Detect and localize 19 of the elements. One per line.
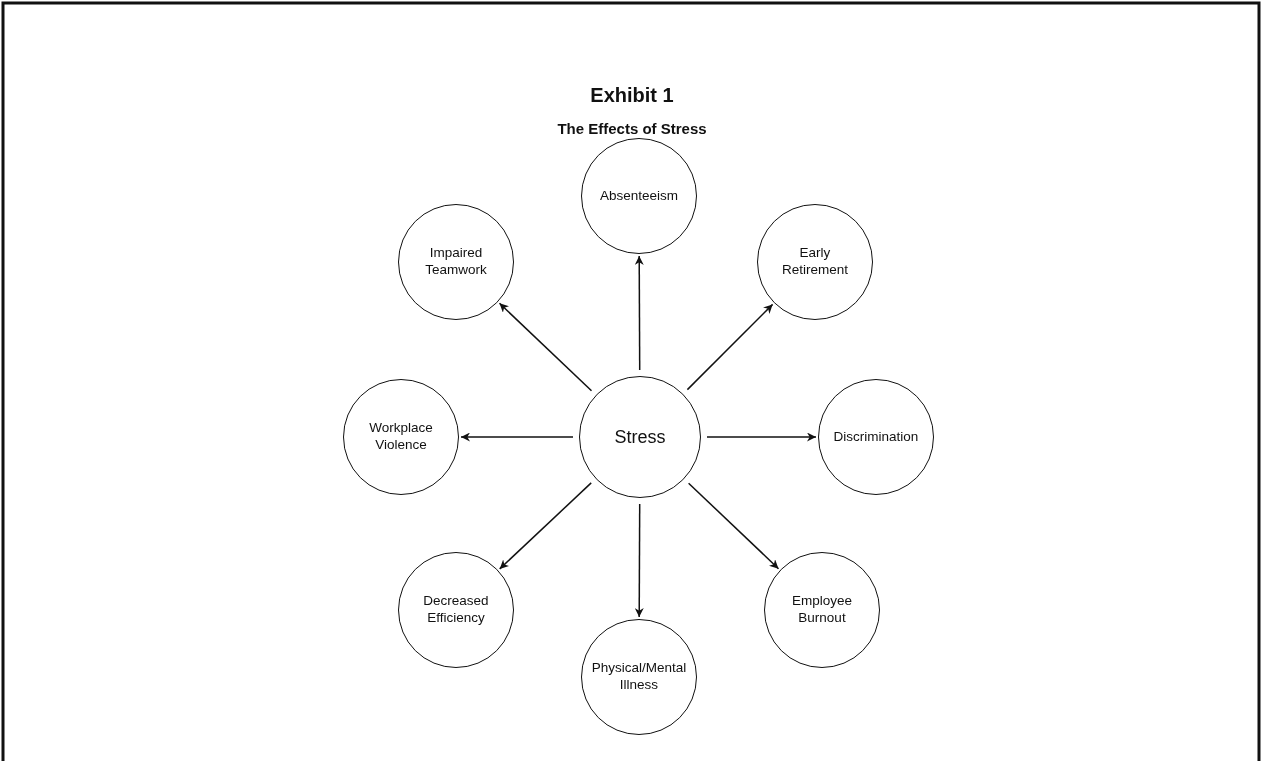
node-label: Early Retirement [781,245,849,279]
arrow [634,255,644,371]
node-label: Employee Burnout [790,593,853,627]
arrow [687,482,780,570]
node-label: Decreased Efficiency [422,593,490,627]
node-label: Impaired Teamwork [424,245,488,279]
node-label: Discrimination [832,428,920,446]
arrow [460,432,574,442]
node-label: Stress [613,425,667,449]
arrow [686,303,774,391]
diagram-subtitle: The Effects of Stress [556,120,708,137]
node-label: Absenteeism [598,187,679,205]
node-label: Physical/Mental Illness [590,660,688,694]
arrow [498,482,592,570]
node-label: Workplace Violence [368,420,434,454]
arrow [498,302,593,392]
arrow [634,503,644,618]
exhibit-title: Exhibit 1 [589,84,675,107]
arrow [706,432,817,442]
